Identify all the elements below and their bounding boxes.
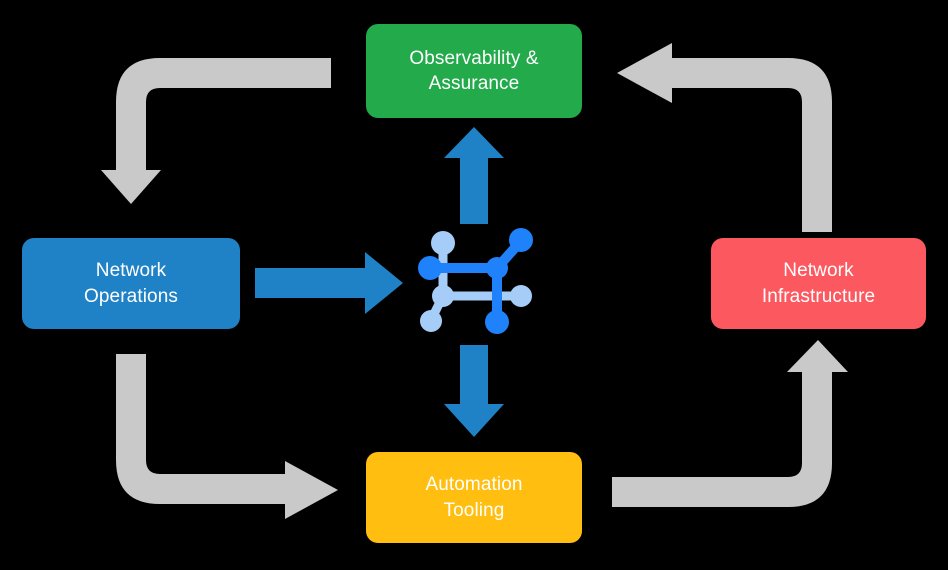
flow-arrow-operations-to-center [255, 252, 403, 314]
node-box-network-infrastructure[interactable]: Network Infrastructure [711, 238, 926, 329]
topology-nodes [418, 228, 533, 334]
node-box-network-operations[interactable]: Network Operations [22, 238, 240, 329]
cycle-arrow-infrastructure-to-observability [617, 43, 832, 232]
cycle-arrow-operations-to-automation [116, 354, 338, 519]
cycle-arrow-observability-to-operations [101, 58, 331, 204]
flow-arrow-center-to-automation [444, 345, 504, 437]
node-box-automation-tooling[interactable]: Automation Tooling [366, 452, 582, 543]
flow-arrow-center-to-observability [444, 127, 504, 224]
node-box-observability[interactable]: Observability & Assurance [366, 24, 582, 118]
cycle-arrow-automation-to-infrastructure [612, 340, 848, 507]
